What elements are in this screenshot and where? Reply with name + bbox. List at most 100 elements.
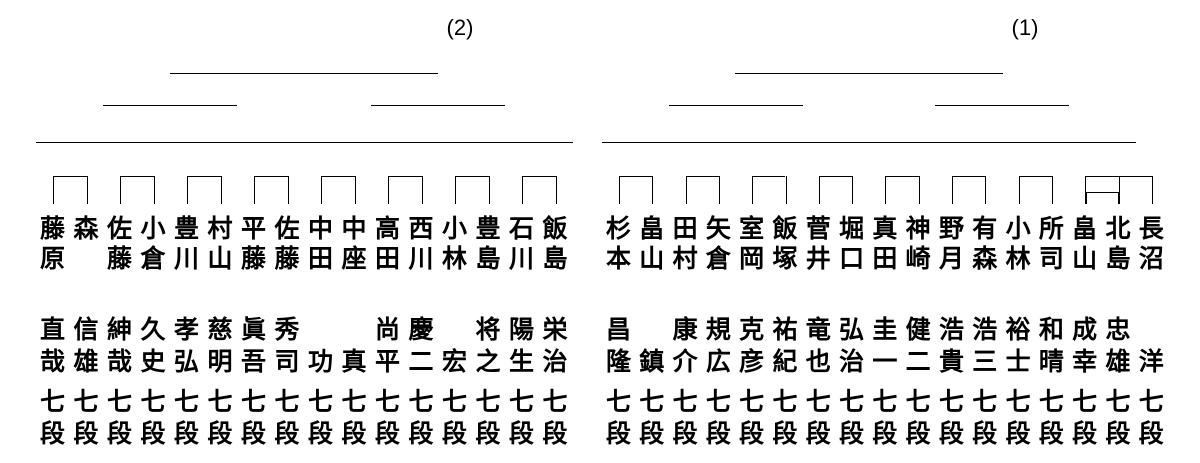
- bracket-1-player-9-surname-char-2: 田: [307, 244, 333, 273]
- bracket-1-player-11-surname-char-1: 高: [374, 214, 400, 243]
- bracket-2-player-4-given-char-1: 規: [705, 315, 731, 344]
- bracket-2-player-14-surname-char-2: 司: [1038, 244, 1064, 273]
- bracket-2-player-8-given-char-2: 治: [839, 347, 865, 376]
- bracket-1-r1-tick: [287, 176, 289, 204]
- bracket-2-player-4-rank-char-1: 七: [705, 387, 731, 416]
- bracket-2-r3-line: [934, 105, 1069, 106]
- bracket-2-label: (1): [1011, 15, 1039, 40]
- bracket-1-player-14-surname-char-1: 豊: [475, 214, 501, 243]
- bracket-1-player-10-surname-char-1: 中: [341, 214, 367, 243]
- bracket-2-player-14-rank-char-1: 七: [1038, 387, 1064, 416]
- bracket-2-r1-bar: [952, 176, 986, 177]
- bracket-2-player-16-given-char-2: 雄: [1105, 347, 1131, 376]
- bracket-2-player-12-rank-char-1: 七: [972, 387, 998, 416]
- bracket-1-player-4-surname-char-2: 倉: [140, 244, 166, 273]
- bracket-2-r2-line: [801, 142, 870, 143]
- bracket-1-player-14-given-char-1: 将: [475, 315, 501, 344]
- bracket-2-player-9-given-char-2: 一: [872, 347, 898, 376]
- bracket-1-player-13-rank-char-2: 段: [441, 419, 467, 448]
- bracket-2-player-3-rank-char-1: 七: [672, 387, 698, 416]
- bracket-1-player-11-given-char-1: 尚: [374, 315, 400, 344]
- bracket-2-r1-bar: [619, 176, 653, 177]
- bracket-1-player-3-given-char-2: 哉: [106, 347, 132, 376]
- bracket-1-player-11-rank-char-1: 七: [374, 387, 400, 416]
- bracket-1-r1-tick: [555, 176, 557, 204]
- bracket-2-player-10-rank-char-1: 七: [905, 387, 931, 416]
- bracket-2-player-6-given-char-2: 紀: [772, 347, 798, 376]
- bracket-1-r1-bar: [254, 176, 288, 177]
- bracket-1-player-3-given-char-1: 紳: [106, 315, 132, 344]
- bracket-1-r1-bar: [455, 176, 489, 177]
- bracket-2-player-13-rank-char-1: 七: [1005, 387, 1031, 416]
- bracket-2-player-3-given-char-2: 介: [672, 347, 698, 376]
- bracket-1-r1-bar: [120, 176, 154, 177]
- bracket-2-r2-line: [934, 142, 1003, 143]
- bracket-2-player-13-surname-char-1: 小: [1005, 214, 1031, 243]
- bracket-2-player-17-given-char-2: 洋: [1138, 347, 1164, 376]
- bracket-1-r1-tick: [153, 176, 155, 204]
- bracket-1-player-2-given-char-2: 雄: [73, 347, 99, 376]
- bracket-2-player-4-rank-char-2: 段: [705, 419, 731, 448]
- bracket-1-player-1-surname-char-1: 藤: [39, 214, 65, 243]
- bracket-2-r1-bar: [752, 176, 786, 177]
- bracket-1-player-16-given-char-2: 治: [542, 347, 568, 376]
- bracket-1-player-6-rank-char-2: 段: [207, 419, 233, 448]
- bracket-1-r1-tick: [120, 176, 121, 204]
- bracket-1-r1-bar: [321, 176, 355, 177]
- bracket-1-r1-tick: [86, 176, 88, 204]
- bracket-2-player-7-given-char-1: 竜: [805, 315, 831, 344]
- bracket-1-player-15-given-char-2: 生: [508, 347, 534, 376]
- bracket-2-player-2-rank-char-1: 七: [639, 387, 665, 416]
- bracket-1-player-8-rank-char-2: 段: [274, 419, 300, 448]
- bracket-1-player-8-surname-char-1: 佐: [274, 214, 300, 243]
- bracket-1-player-8-given-char-2: 司: [274, 347, 300, 376]
- bracket-2-r2-line: [734, 142, 803, 143]
- bracket-1-player-11-surname-char-2: 田: [374, 244, 400, 273]
- bracket-2-player-8-given-char-1: 弘: [839, 315, 865, 344]
- bracket-1-r1-tick: [522, 176, 523, 204]
- bracket-2-player-8-rank-char-2: 段: [839, 419, 865, 448]
- bracket-2-player-6-surname-char-2: 塚: [772, 244, 798, 273]
- bracket-1-player-4-given-char-2: 史: [140, 347, 166, 376]
- bracket-1-player-8-given-char-1: 秀: [274, 315, 300, 344]
- bracket-2-player-10-surname-char-2: 崎: [905, 244, 931, 273]
- bracket-2-player-12-given-char-2: 三: [972, 347, 998, 376]
- bracket-2-r3-line: [668, 105, 803, 106]
- bracket-1-r3-line: [103, 105, 238, 106]
- bracket-2-r1-tick: [985, 176, 987, 204]
- bracket-1-r2-line: [370, 142, 439, 143]
- bracket-1-player-2-rank-char-1: 七: [73, 387, 99, 416]
- bracket-1-player-11-given-char-2: 平: [374, 347, 400, 376]
- bracket-1-player-1-rank-char-2: 段: [39, 419, 65, 448]
- bracket-2-r1-tick: [918, 176, 920, 204]
- bracket-2-player-16-rank-char-1: 七: [1105, 387, 1131, 416]
- bracket-2-r1-tick: [652, 176, 654, 204]
- bracket-1-r2-line: [102, 142, 171, 143]
- bracket-1-r2-line: [504, 142, 573, 143]
- bracket-1-player-9-rank-char-2: 段: [307, 419, 333, 448]
- bracket-1-player-9-given-char-2: 功: [307, 347, 333, 376]
- bracket-2-player-17-rank-char-2: 段: [1138, 419, 1164, 448]
- bracket-2-player-1-given-char-1: 昌: [605, 315, 631, 344]
- bracket-2-player-6-given-char-1: 祐: [772, 315, 798, 344]
- bracket-1-player-8-surname-char-2: 藤: [274, 244, 300, 273]
- bracket-2-player-6-rank-char-2: 段: [772, 419, 798, 448]
- bracket-1-player-12-rank-char-2: 段: [408, 419, 434, 448]
- bracket-1-player-3-surname-char-1: 佐: [106, 214, 132, 243]
- bracket-2-player-11-given-char-1: 浩: [938, 315, 964, 344]
- bracket-2-playin-tick: [1117, 192, 1119, 204]
- bracket-2-player-11-given-char-2: 貴: [938, 347, 964, 376]
- bracket-2-player-1-rank-char-2: 段: [605, 419, 631, 448]
- bracket-2-player-2-given-char-2: 鎮: [639, 347, 665, 376]
- bracket-1-player-14-given-char-2: 之: [475, 347, 501, 376]
- bracket-2-player-1-surname-char-1: 杉: [605, 214, 631, 243]
- bracket-1-player-10-surname-char-2: 座: [341, 244, 367, 273]
- bracket-2-r2-line: [668, 142, 737, 143]
- bracket-2-player-1-given-char-2: 隆: [605, 347, 631, 376]
- bracket-2-player-8-rank-char-1: 七: [839, 387, 865, 416]
- bracket-1-final-line: [170, 73, 439, 74]
- bracket-2-r1-tick: [685, 176, 687, 204]
- bracket-2-player-17-surname-char-1: 長: [1138, 214, 1164, 243]
- bracket-1-player-16-surname-char-1: 飯: [542, 214, 568, 243]
